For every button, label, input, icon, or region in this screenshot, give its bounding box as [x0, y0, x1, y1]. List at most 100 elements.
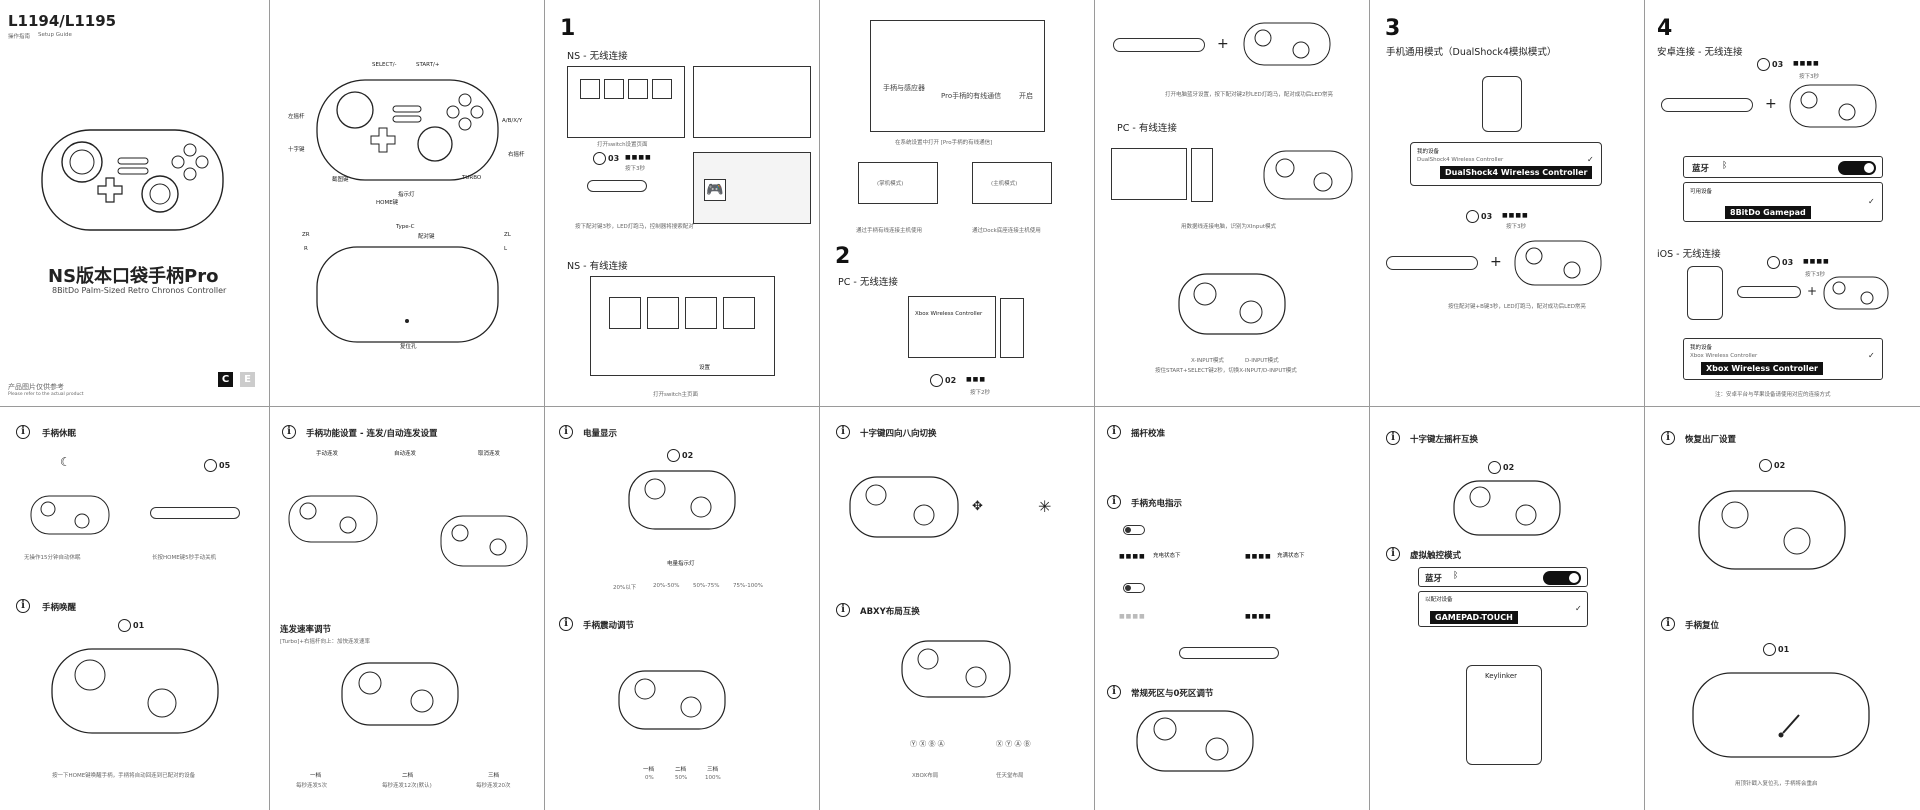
- ns-caption-1: 打开switch设置页面: [597, 142, 648, 148]
- touch-title: 虚拟触控模式: [1410, 551, 1462, 561]
- android-bt-row: 蓝牙 ᛒ: [1683, 156, 1883, 178]
- vibe-pct-1: 0%: [645, 775, 654, 781]
- label-zr: ZR: [302, 232, 310, 238]
- brand-logo-c: C: [218, 372, 233, 387]
- ns-settings-screen: 手柄与感应器 Pro手柄的有线通信 开启: [870, 20, 1045, 132]
- pc-hold-label: 按下2秒: [970, 390, 990, 396]
- ds4-caption: 按住配对键+B键3秒，LED灯跑马，配对成功后LED常亮: [1448, 304, 1586, 310]
- sleep-title: 手柄休眠: [42, 429, 77, 439]
- label-right-stick: 右摇杆: [508, 152, 525, 158]
- bluetooth-toggle[interactable]: [1838, 161, 1876, 175]
- mode-dock-label: (主机模式): [991, 181, 1018, 187]
- hwreset-caption: 用顶针戳入复位孔，手柄将会重启: [1735, 781, 1818, 787]
- controller-small: [1243, 22, 1331, 66]
- vibe-level-3: 三档: [707, 767, 719, 773]
- info-icon: i: [1386, 547, 1400, 561]
- vibe-level-2: 二档: [675, 767, 687, 773]
- cover-note-cn: 产品图片仅供参考: [8, 383, 64, 391]
- controller-small: [1514, 240, 1602, 286]
- info-icon: i: [836, 603, 850, 617]
- label-home: HOME键: [376, 200, 399, 206]
- charge-title: 手柄充电指示: [1131, 499, 1183, 509]
- info-icon: i: [16, 599, 30, 613]
- android-available: 可用设备: [1690, 189, 1713, 195]
- led-dots: ■■■■: [1119, 613, 1146, 620]
- speed-level-1: 一档: [310, 773, 322, 779]
- ds4-device-name[interactable]: DualShock4 Wireless Controller: [1440, 166, 1593, 179]
- pc-caption-3: 按住START+SELECT键2秒，切换X-INPUT/D-INPUT模式: [1155, 368, 1297, 374]
- model-number: L1194/L1195: [8, 12, 117, 30]
- led-dots: ■■■■: [1119, 553, 1146, 560]
- checkmark-icon: ✓: [1587, 155, 1594, 164]
- controller-small: [1823, 276, 1889, 310]
- plus-sign: +: [1765, 96, 1777, 112]
- controller-hands: [901, 640, 1011, 698]
- ns-screen-pair: 🎮: [693, 152, 811, 224]
- dpad-title: 十字键四向八向切换: [860, 429, 937, 439]
- led-dots: ■■■■: [1793, 60, 1820, 67]
- controller-top-view: [1661, 98, 1753, 112]
- dpad-swap-title: 十字键左摇杆互换: [1410, 435, 1479, 445]
- sleep-caption-1: 无操作15分钟自动休眠: [24, 555, 81, 561]
- step-1: 1: [560, 16, 576, 41]
- moon-icon: ☾: [60, 455, 71, 469]
- ns-handheld-mode: (掌机模式): [858, 162, 938, 204]
- label-select: SELECT/-: [372, 62, 397, 68]
- label-l: L: [504, 246, 508, 252]
- touch-bt-label: 蓝牙: [1425, 574, 1443, 584]
- info-icon: i: [16, 425, 30, 439]
- wake-title: 手柄唤醒: [42, 603, 77, 613]
- turbo-title: 手柄功能设置 - 连发/自动连发设置: [306, 429, 438, 439]
- controller-hands: [618, 670, 726, 730]
- android-device-name[interactable]: 8BitDo Gamepad: [1725, 206, 1811, 219]
- abxy-nintendo-diagram: Ⓧ Ⓨ Ⓐ Ⓑ: [996, 740, 1031, 748]
- pc-tower-icon: [1000, 298, 1024, 358]
- pc-caption-1: 打开电脑蓝牙设置，按下配对键2秒LED灯跑马，配对成功后LED常亮: [1165, 92, 1334, 98]
- ios-my-devices: 我的设备: [1690, 345, 1713, 351]
- ds4-hold-timer: 03: [1466, 210, 1492, 223]
- controller-hands: [51, 648, 219, 734]
- step-4: 4: [1657, 16, 1673, 41]
- controller-diagram-back: [316, 246, 499, 343]
- panel-battery-vibe: i 电量显示 02 电量指示灯 20%以下 20%-50% 50%-75% 75…: [545, 407, 820, 810]
- mode-xinput: X-INPUT模式: [1191, 358, 1224, 364]
- ns-hold-timer: 03: [593, 152, 619, 165]
- label-start: START/+: [416, 62, 440, 68]
- deadzone-title: 常规死区与0死区调节: [1131, 689, 1214, 699]
- bluetooth-toggle[interactable]: [1543, 571, 1581, 585]
- android-title: 安卓连接 - 无线连接: [1657, 47, 1743, 58]
- info-icon: i: [1661, 617, 1675, 631]
- hold-seconds: 02: [1774, 461, 1786, 470]
- mode-toggle: [1123, 525, 1145, 535]
- checkmark-icon: ✓: [1575, 604, 1582, 613]
- ns-setting-row1: 手柄与感应器: [883, 84, 925, 92]
- vibe-level-1: 一档: [643, 767, 655, 773]
- ds4-my-devices: 我的设备: [1417, 149, 1440, 155]
- pc-bluetooth-window: Xbox Wireless Controller: [908, 296, 996, 358]
- panel-layout: SELECT/- START/+ 左摇杆 十字键 截图键 指示灯 HOME键 T…: [270, 0, 545, 407]
- controller-top-view: [1737, 286, 1801, 298]
- panel-sleep-wake: i 手柄休眠 ☾ 05 无操作15分钟自动休眠 长按HOME键5秒手动关机 i …: [0, 407, 270, 810]
- ns-setting-row2: Pro手柄的有线通信: [941, 92, 1002, 100]
- controller-front-illustration: [41, 129, 224, 231]
- vibe-pct-3: 100%: [705, 775, 721, 781]
- hold-seconds: 01: [133, 621, 145, 630]
- ns-screen-home: [567, 66, 685, 138]
- hold-seconds: 02: [1503, 463, 1515, 472]
- ns-setting-toggle[interactable]: 开启: [1019, 92, 1033, 100]
- four-way-arrows-icon: ✥: [972, 499, 983, 514]
- charge-state-1: 充电状态下: [1153, 553, 1181, 559]
- label-left-stick: 左摇杆: [288, 114, 305, 120]
- controller-hands: [628, 470, 736, 530]
- checkmark-icon: ✓: [1868, 351, 1875, 360]
- label-screenshot: 截图键: [332, 177, 349, 183]
- controller-hands: [1136, 710, 1254, 772]
- controller-hands: [1178, 273, 1286, 335]
- panel-android-ios: 4 安卓连接 - 无线连接 03 ■■■■ 按下3秒 + 蓝牙 ᛒ 可用设备 ✓…: [1645, 0, 1920, 407]
- ios-device-name[interactable]: Xbox Wireless Controller: [1701, 362, 1823, 375]
- panel-swap-touch: i 十字键左摇杆互换 02 i 虚拟触控模式 蓝牙 ᛒ 以配对设备 ✓ GAME…: [1370, 407, 1645, 810]
- panel-pc-wired: + 打开电脑蓝牙设置，按下配对键2秒LED灯跑马，配对成功后LED常亮 PC -…: [1095, 0, 1370, 407]
- phone-icon: [1687, 266, 1723, 320]
- touch-device-name[interactable]: GAMEPAD-TOUCH: [1430, 611, 1518, 624]
- android-hold-label: 按下3秒: [1799, 74, 1819, 80]
